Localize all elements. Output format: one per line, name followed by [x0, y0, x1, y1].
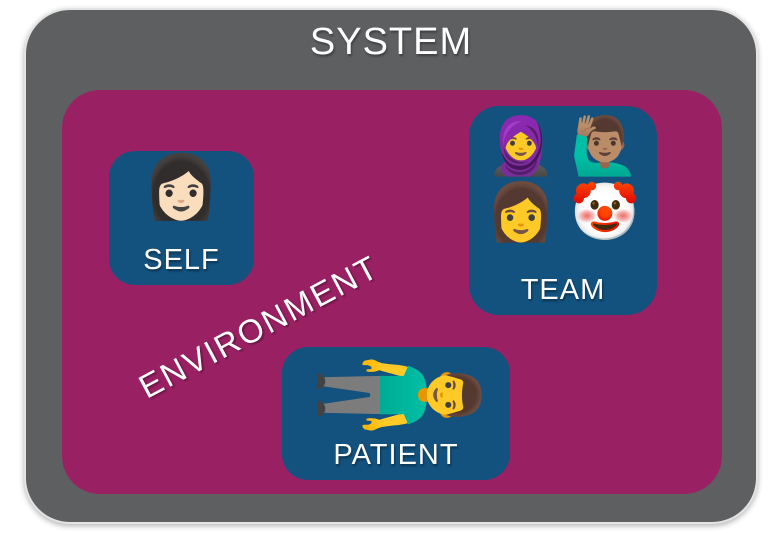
team-emoji-grid: 🧕 🙋🏽‍♂️ 👩 🤡: [469, 114, 657, 245]
woman-emoji-icon: 👩: [486, 180, 556, 244]
system-label: SYSTEM: [309, 21, 473, 63]
self-label: SELF: [143, 244, 220, 276]
patient-label: PATIENT: [333, 439, 459, 471]
patient-box: 🧍‍♂️ PATIENT: [282, 302, 510, 488]
environment-container: ENVIRONMENT 👩🏻 SELF 🧕 🙋🏽‍♂️ 👩 🤡 TEAM 🧍‍♂…: [62, 90, 722, 494]
man-standing-rotated-emoji-icon: 🧍‍♂️: [316, 301, 484, 489]
man-raising-hand-emoji-icon: 🙋🏽‍♂️: [570, 114, 640, 177]
system-container: SYSTEM ENVIRONMENT 👩🏻 SELF 🧕 🙋🏽‍♂️ 👩 🤡 T…: [24, 8, 758, 524]
team-label: TEAM: [520, 274, 606, 306]
woman-light-skin-tone-emoji-icon: 👩🏻: [142, 153, 221, 222]
clown-face-emoji-icon: 🤡: [570, 180, 640, 244]
team-box: 🧕 🙋🏽‍♂️ 👩 🤡 TEAM: [469, 106, 657, 315]
self-box: 👩🏻 SELF: [109, 151, 254, 285]
woman-with-headscarf-emoji-icon: 🧕: [486, 114, 556, 177]
